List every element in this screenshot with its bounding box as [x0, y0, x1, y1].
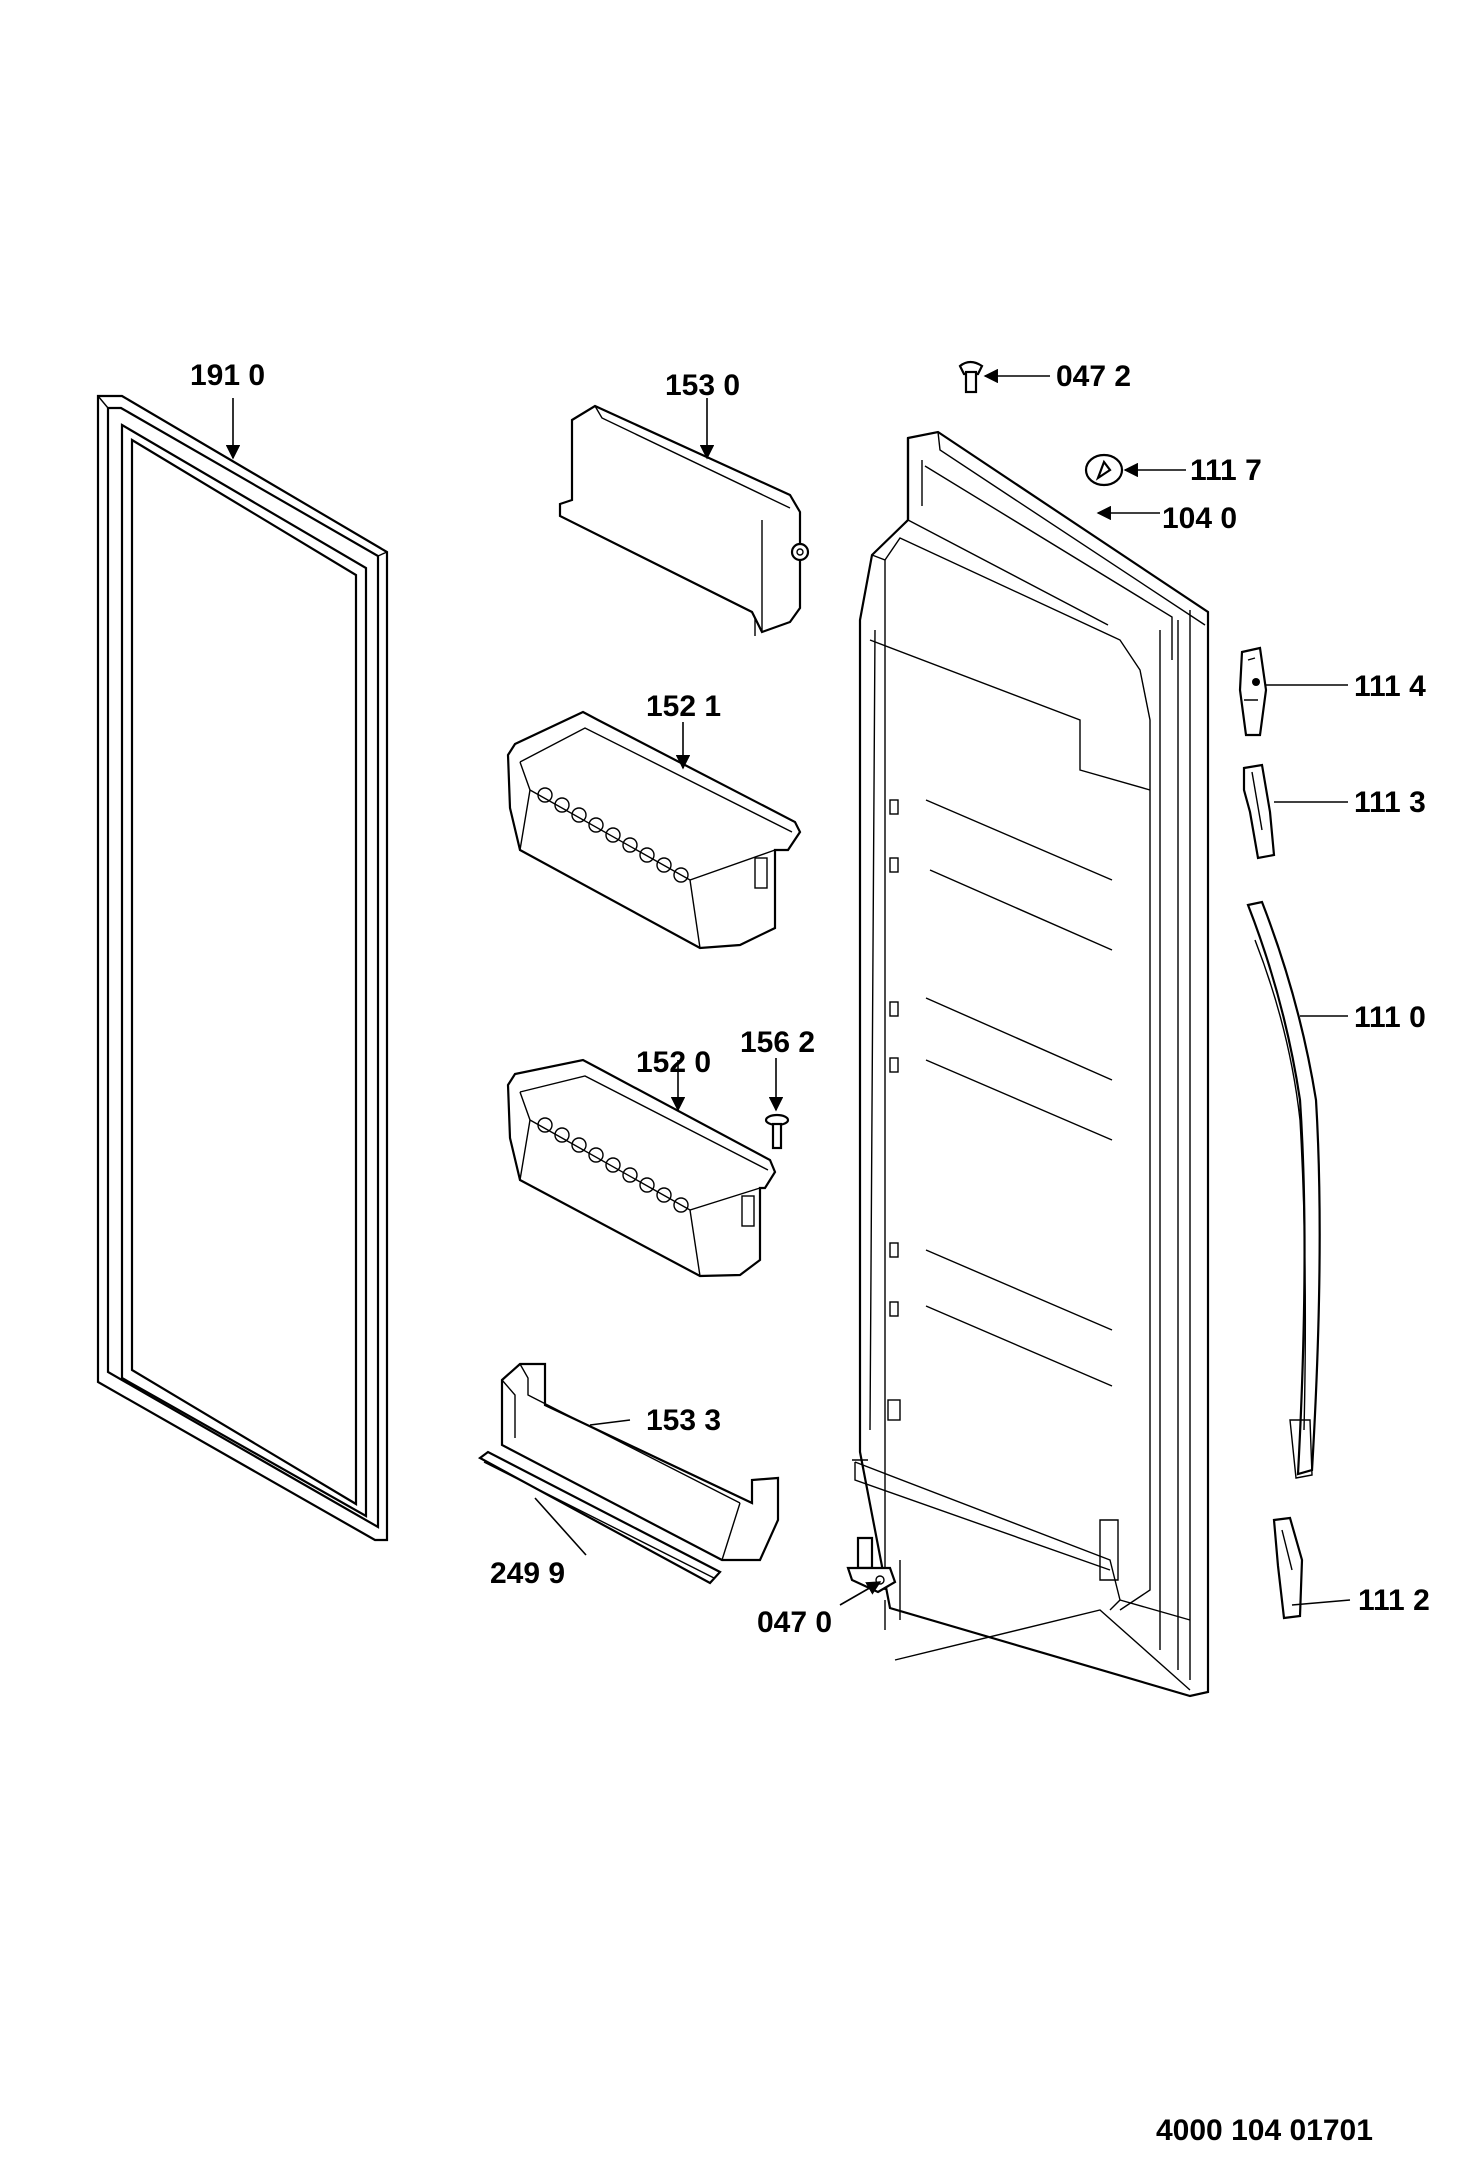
label-191-0: 191 0	[190, 359, 265, 392]
label-152-0: 152 0	[636, 1046, 711, 1079]
label-249-9: 249 9	[490, 1557, 565, 1590]
label-111-3: 111 3	[1354, 786, 1426, 819]
handle-end-top	[1238, 646, 1268, 737]
trim-strip	[477, 1450, 722, 1585]
top-hinge-pin	[958, 360, 984, 394]
label-047-2: 047 2	[1056, 360, 1131, 393]
label-047-0: 047 0	[757, 1606, 832, 1639]
upper-shelf-cover	[558, 404, 810, 636]
label-111-7: 111 7	[1190, 454, 1262, 487]
hinge-cap	[1084, 453, 1124, 487]
label-156-2: 156 2	[740, 1026, 815, 1059]
document-code: 4000 104 01701	[1156, 2114, 1373, 2147]
handle-end-bottom	[1272, 1516, 1304, 1620]
label-153-3: 153 3	[646, 1404, 721, 1437]
label-104-0: 104 0	[1162, 502, 1237, 535]
screw	[764, 1113, 790, 1150]
bottom-shelf-bar	[500, 1362, 780, 1562]
door-gasket	[96, 394, 389, 1542]
leader-lines	[225, 368, 1351, 1606]
upper-door-bin	[506, 710, 802, 950]
lower-door-bin	[506, 1058, 777, 1278]
bottom-hinge-pin	[846, 1536, 897, 1630]
label-111-4: 111 4	[1354, 670, 1426, 703]
door-inner-liner	[852, 430, 1210, 1698]
label-152-1: 152 1	[646, 690, 721, 723]
label-111-0: 111 0	[1354, 1001, 1426, 1034]
label-111-2: 111 2	[1358, 1584, 1430, 1617]
handle-bar	[1246, 900, 1321, 1479]
handle-clip-upper	[1242, 763, 1276, 860]
part-labels: 191 0 153 0 047 2 111 7 104 0 152 1 111 …	[190, 359, 1430, 1639]
label-153-0: 153 0	[665, 369, 740, 402]
